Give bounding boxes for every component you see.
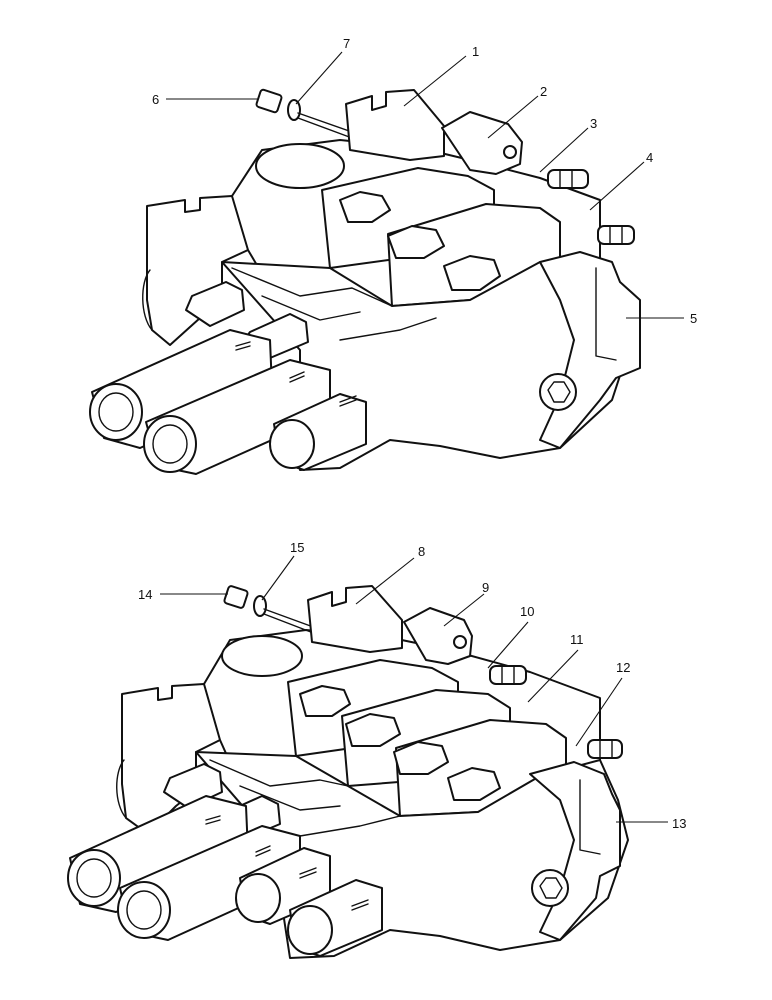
bottom-leader-lines <box>160 555 668 823</box>
callout-6: 6 <box>152 92 159 107</box>
top-hex-plug-1 <box>339 191 391 223</box>
bottom-tie-bolt <box>223 585 317 635</box>
callout-3: 3 <box>590 116 597 131</box>
callout-15: 15 <box>290 540 304 555</box>
bottom-cotter-pins <box>205 815 369 911</box>
callout-7: 7 <box>343 36 350 51</box>
top-rear-dome <box>255 143 345 189</box>
top-hex-plug-2 <box>387 225 445 259</box>
bottom-fitting-12 <box>587 739 623 759</box>
top-valve-assembly: 1 2 3 4 5 6 7 <box>89 36 697 475</box>
bottom-hex-plug-3 <box>393 741 449 775</box>
top-hex-plug-3 <box>443 255 501 291</box>
bottom-fitting-10 <box>489 665 527 685</box>
bottom-hex-plug-4 <box>447 767 501 801</box>
top-end-hex-socket <box>539 373 577 411</box>
callout-9: 9 <box>482 580 489 595</box>
callout-2: 2 <box>540 84 547 99</box>
bottom-rear-dome <box>221 635 303 677</box>
bottom-bracket <box>307 585 403 653</box>
top-cap-nut-1 <box>185 281 245 327</box>
callout-13: 13 <box>672 816 686 831</box>
top-tie-bolt <box>255 88 353 139</box>
callout-8: 8 <box>418 544 425 559</box>
bottom-right-end-cover <box>529 761 621 941</box>
bottom-end-hex-socket <box>531 869 569 907</box>
top-fitting-4 <box>597 225 635 245</box>
top-fitting-3 <box>547 169 589 189</box>
callout-1: 1 <box>472 44 479 59</box>
callout-5: 5 <box>690 311 697 326</box>
callout-12: 12 <box>616 660 630 675</box>
top-bracket <box>345 89 445 161</box>
bottom-spool-end-2 <box>117 881 171 939</box>
top-cotter-pins <box>235 341 357 407</box>
bottom-hex-plug-2 <box>345 713 401 747</box>
callout-14: 14 <box>138 587 152 602</box>
bottom-spool-end-1 <box>67 849 121 907</box>
callout-4: 4 <box>646 150 653 165</box>
bottom-hex-plug-1 <box>299 685 351 717</box>
top-spool-end-2 <box>143 415 197 473</box>
top-leader-lines <box>166 51 684 319</box>
bottom-valve-assembly: 8 9 10 11 12 13 14 15 <box>67 540 686 959</box>
callout-10: 10 <box>520 604 534 619</box>
top-spool-end-1 <box>89 383 143 441</box>
callout-11: 11 <box>570 632 584 647</box>
bottom-fitting-9 <box>403 607 473 665</box>
top-fitting-2 <box>441 111 523 175</box>
